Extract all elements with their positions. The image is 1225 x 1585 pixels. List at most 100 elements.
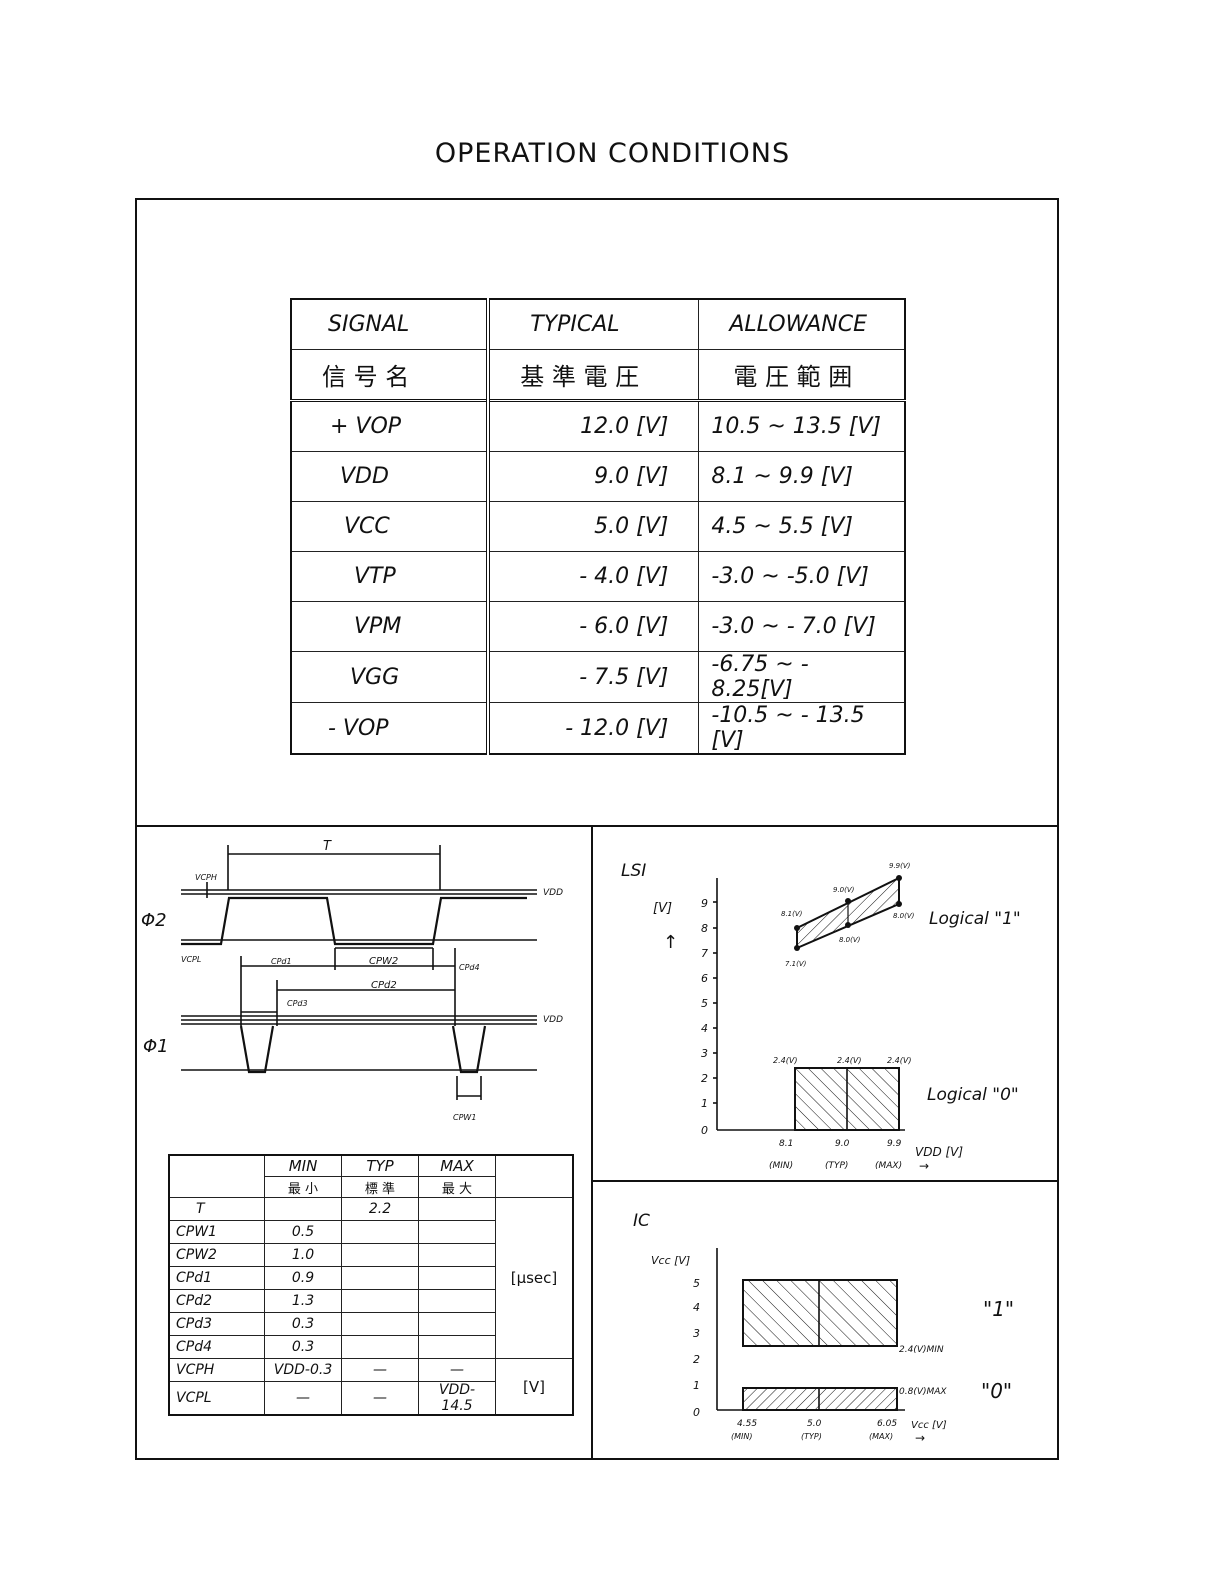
header-min: MIN: [264, 1154, 342, 1177]
x-tick-label: 8.1: [779, 1139, 793, 1149]
cpw2-label: CPW2: [369, 956, 398, 967]
point-label: 8.1(V): [781, 910, 803, 918]
logical0-label: Logical "0": [927, 1085, 1019, 1105]
allowance-range: -3.0 ~ - 7.0 [V]: [698, 601, 906, 652]
x-arrow: →: [919, 1159, 929, 1173]
ic-title: IC: [633, 1211, 650, 1231]
y-tick-label: 5: [701, 997, 708, 1010]
table-row: - VOP- 12.0 [V]-10.5 ~ - 13.5 [V]: [290, 702, 906, 755]
x-tick-label: 9.9: [887, 1139, 902, 1149]
y-tick-label: 8: [701, 922, 708, 935]
lsi-level-chart: LSI [V] ↑ 9 8 7 6 5 4 3 2 1 0 9.9(V) 9.0…: [621, 861, 1021, 1173]
typ-value: [341, 1312, 419, 1336]
min-value: VDD-0.3: [264, 1358, 342, 1382]
min-value: 0.3: [264, 1312, 342, 1336]
param-name: CPd4: [168, 1335, 265, 1359]
param-name: CPd3: [168, 1312, 265, 1336]
x-tick-label: 6.05: [877, 1419, 897, 1429]
point-label: 9.9(V): [889, 862, 911, 870]
point-label: 9.0(V): [833, 886, 855, 894]
point-label: 8.0(V): [839, 936, 861, 944]
page-title: OPERATION CONDITIONS: [434, 138, 791, 169]
point-label: 7.1(V): [785, 960, 807, 968]
table-row: VCPL——VDD-14.5: [168, 1381, 573, 1416]
period-label: T: [323, 839, 332, 854]
logical1-label: Logical "1": [929, 909, 1021, 929]
min-value: [264, 1197, 342, 1221]
signal-name: VGG: [290, 651, 489, 703]
header-unit-blank: [495, 1154, 574, 1198]
param-name: VCPL: [168, 1381, 265, 1416]
cpd2-label: CPd2: [371, 980, 397, 991]
typical-value: - 4.0 [V]: [486, 551, 700, 602]
min-value: —: [264, 1381, 342, 1416]
level-label: 2.4(V): [887, 1056, 911, 1065]
typ-value: [341, 1289, 419, 1313]
frame-divider-horizontal: [135, 825, 1059, 827]
signal-name: VDD: [290, 451, 489, 502]
vdd-label-bottom: VDD: [543, 1015, 563, 1025]
param-name: CPW2: [168, 1243, 265, 1267]
allowance-range: 4.5 ~ 5.5 [V]: [698, 501, 906, 552]
allowance-range: 10.5 ~ 13.5 [V]: [698, 400, 906, 452]
header-max: MAX: [418, 1154, 496, 1177]
param-name: CPd1: [168, 1266, 265, 1290]
min-value: 0.5: [264, 1220, 342, 1244]
x-tick-sub: (MAX): [875, 1161, 902, 1171]
y-tick-label: 4: [701, 1022, 708, 1035]
point-label: 8.0(V): [893, 912, 915, 920]
typical-value: 12.0 [V]: [486, 400, 700, 452]
max-value: —: [418, 1358, 496, 1382]
y-tick-label: 6: [701, 972, 708, 985]
max-value: [418, 1289, 496, 1313]
ic-label-1: "1": [983, 1297, 1014, 1321]
min-value: 1.0: [264, 1243, 342, 1267]
y-tick-label: 2: [701, 1072, 708, 1085]
table-row: VGG- 7.5 [V]-6.75 ~ - 8.25[V]: [290, 651, 906, 703]
min-value: 0.3: [264, 1335, 342, 1359]
max-value: VDD-14.5: [418, 1381, 496, 1416]
x-tick-label: 4.55: [737, 1419, 757, 1429]
unit-time: [μsec]: [495, 1197, 574, 1359]
typ-value: [341, 1266, 419, 1290]
table-header-jp: 最 小 標 準 最 大: [169, 1176, 573, 1198]
header-blank: [168, 1154, 265, 1198]
logical0-region: [742, 1387, 898, 1411]
header-signal-jp: 信 号 名: [290, 349, 489, 402]
y-tick-label: 0: [693, 1406, 700, 1419]
vcph-label: VCPH: [195, 873, 217, 882]
table-row: VPM- 6.0 [V]-3.0 ~ - 7.0 [V]: [290, 601, 906, 652]
allowance-range: -3.0 ~ -5.0 [V]: [698, 551, 906, 602]
table-header-en: SIGNAL TYPICAL ALLOWANCE: [290, 298, 906, 350]
max-value: [418, 1335, 496, 1359]
allowance-range: -6.75 ~ - 8.25[V]: [698, 651, 906, 703]
typ-value: [341, 1335, 419, 1359]
lsi-up-arrow: ↑: [663, 932, 678, 953]
y-tick-label: 0: [701, 1124, 708, 1137]
frame-divider-right: [591, 1180, 1059, 1182]
max-value: [418, 1220, 496, 1244]
table-row: VTP- 4.0 [V]-3.0 ~ -5.0 [V]: [290, 551, 906, 602]
y-tick-label: 3: [693, 1327, 700, 1340]
level-label: 2.4(V): [837, 1056, 861, 1065]
allowance-range: 8.1 ~ 9.9 [V]: [698, 451, 906, 502]
max-level-label: 0.8(V)MAX: [899, 1387, 947, 1397]
header-signal: SIGNAL: [290, 298, 489, 350]
x-tick-label: 5.0: [807, 1419, 822, 1429]
param-name: VCPH: [168, 1358, 265, 1382]
x-tick-sub: (TYP): [801, 1432, 822, 1441]
level-label: 2.4(V): [773, 1056, 797, 1065]
max-value: [418, 1266, 496, 1290]
ic-x-axis-label: Vcc [V]: [911, 1420, 947, 1431]
typical-value: - 12.0 [V]: [486, 702, 700, 755]
typ-value: [341, 1243, 419, 1267]
header-typical: TYPICAL: [486, 298, 700, 350]
param-name: CPd2: [168, 1289, 265, 1313]
